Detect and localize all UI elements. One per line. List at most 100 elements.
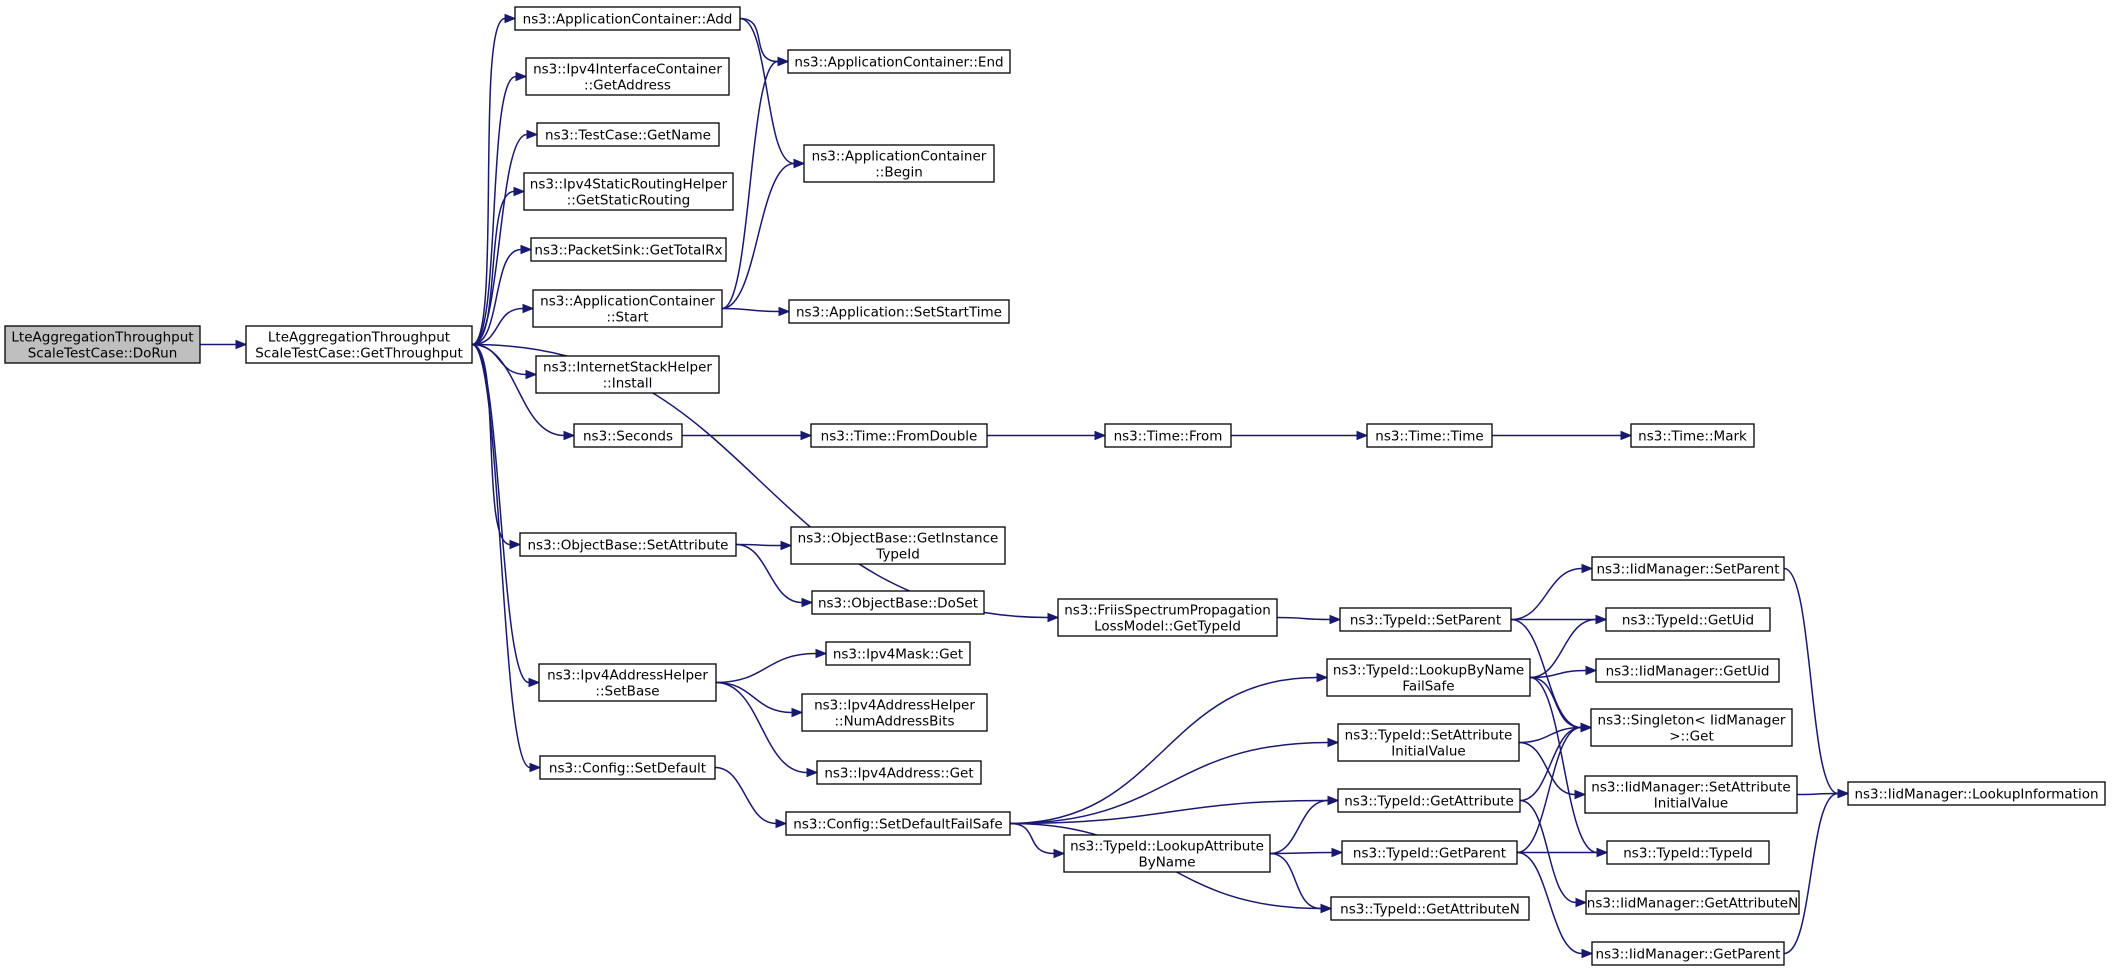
arrowhead <box>815 648 828 659</box>
node-box <box>535 355 720 394</box>
node-time-time[interactable]: ns3::Time::Time <box>1366 423 1493 448</box>
node-label: ns3::TypeId::TypeId <box>1623 846 1753 862</box>
node-iid-lookup-info[interactable]: ns3::IidManager::LookupInformation <box>1847 781 2106 806</box>
node-config-set-default-fail-safe[interactable]: ns3::Config::SetDefaultFailSafe <box>785 811 1011 836</box>
arrowhead <box>801 597 814 608</box>
node-iid-get-parent[interactable]: ns3::IidManager::GetParent <box>1591 941 1785 966</box>
node-obj-do-set[interactable]: ns3::ObjectBase::DoSet <box>811 590 985 615</box>
call-edge-lookup-by-name-fail-safe-to-type-id-type-id <box>1529 676 1598 854</box>
arrowhead <box>522 303 535 314</box>
node-app-add[interactable]: ns3::ApplicationContainer::Add <box>514 6 741 31</box>
node-iid-set-attr-initial[interactable]: ns3::IidManager::SetAttributeInitialValu… <box>1584 775 1798 814</box>
node-config-set-default[interactable]: ns3::Config::SetDefault <box>539 755 716 780</box>
arrowhead <box>1596 847 1609 858</box>
node-time-mark[interactable]: ns3::Time::Mark <box>1630 423 1755 448</box>
node-test-case-get-name[interactable]: ns3::TestCase::GetName <box>536 122 720 147</box>
node-label: ns3::IidManager::GetUid <box>1606 664 1770 680</box>
arrowhead <box>520 244 533 255</box>
node-box <box>811 590 985 615</box>
arrowhead <box>806 767 819 778</box>
node-box <box>1366 423 1493 448</box>
call-edge-type-id-set-parent-to-iid-set-parent <box>1510 567 1583 621</box>
node-box <box>1847 781 2106 806</box>
node-box <box>514 6 741 31</box>
node-type-id-get-uid[interactable]: ns3::TypeId::GetUid <box>1605 607 1771 632</box>
arrowhead <box>529 762 542 773</box>
node-type-id-set-parent[interactable]: ns3::TypeId::SetParent <box>1339 607 1512 632</box>
node-label: ns3::TypeId::GetUid <box>1622 613 1754 629</box>
node-label: InitialValue <box>1654 796 1728 812</box>
arrowhead <box>1581 948 1594 959</box>
call-edge-iid-set-attr-initial-to-iid-lookup-info <box>1796 792 1839 796</box>
node-label: ns3::Singleton< IidManager <box>1598 713 1786 729</box>
node-internet-install[interactable]: ns3::InternetStackHelper::Install <box>535 355 720 394</box>
node-box <box>1341 840 1518 865</box>
arrowhead <box>1316 672 1329 683</box>
call-edge-ipv4-addr-set-base-to-ipv4-addr-get <box>715 681 808 774</box>
call-edge-app-add-to-app-begin <box>739 17 795 165</box>
node-singleton-get[interactable]: ns3::Singleton< IidManager>::Get <box>1590 708 1793 747</box>
node-type-id-get-attr-n[interactable]: ns3::TypeId::GetAttributeN <box>1330 896 1530 921</box>
arrowhead <box>1327 737 1340 748</box>
node-box <box>816 760 982 785</box>
node-box <box>1057 598 1278 637</box>
node-ipv4-addr-get[interactable]: ns3::Ipv4Address::Get <box>816 760 982 785</box>
call-edge-config-set-default-fail-safe-to-lookup-attr-by-name <box>1009 822 1055 855</box>
node-box <box>1326 658 1531 697</box>
node-ipv4-addr-set-base[interactable]: ns3::Ipv4AddressHelper::SetBase <box>538 663 717 702</box>
arrowhead <box>1574 789 1587 800</box>
call-edge-lookup-attr-by-name-to-type-id-get-parent <box>1269 851 1333 855</box>
node-app-begin[interactable]: ns3::ApplicationContainer::Begin <box>803 144 995 183</box>
node-label: ns3::ObjectBase::DoSet <box>818 596 978 612</box>
node-iid-get-uid[interactable]: ns3::IidManager::GetUid <box>1595 658 1780 683</box>
node-packet-sink-total-rx[interactable]: ns3::PacketSink::GetTotalRx <box>530 237 727 262</box>
call-edge-lookup-by-name-fail-safe-to-type-id-get-uid <box>1529 618 1597 679</box>
node-type-id-get-attribute[interactable]: ns3::TypeId::GetAttribute <box>1337 788 1521 813</box>
call-edge-get-throughput-to-config-set-default <box>471 343 531 769</box>
node-box <box>530 237 727 262</box>
node-app-set-start[interactable]: ns3::Application::SetStartTime <box>788 299 1010 324</box>
arrowhead <box>1575 897 1588 908</box>
node-box <box>788 299 1010 324</box>
node-time-from[interactable]: ns3::Time::From <box>1104 423 1232 448</box>
node-time-from-double[interactable]: ns3::Time::FromDouble <box>810 423 988 448</box>
call-edge-obj-set-attr-to-obj-do-set <box>735 543 803 604</box>
node-friis-get-type-id[interactable]: ns3::FriisSpectrumPropagationLossModel::… <box>1057 598 1278 637</box>
node-obj-set-attr[interactable]: ns3::ObjectBase::SetAttribute <box>519 532 737 557</box>
node-label: ns3::Ipv4AddressHelper <box>814 698 975 714</box>
node-ipv4-mask-get[interactable]: ns3::Ipv4Mask::Get <box>825 641 971 666</box>
node-app-start[interactable]: ns3::ApplicationContainer::Start <box>532 289 723 328</box>
arrowhead <box>1620 430 1633 441</box>
node-label: ns3::TypeId::GetParent <box>1353 846 1506 862</box>
node-label: ns3::IidManager::LookupInformation <box>1854 787 2098 803</box>
arrowhead <box>1356 430 1369 441</box>
node-type-id-get-parent[interactable]: ns3::TypeId::GetParent <box>1341 840 1518 865</box>
node-label: ::SetBase <box>595 684 659 700</box>
node-box <box>532 289 723 328</box>
node-box <box>245 325 473 364</box>
node-do-run[interactable]: LteAggregationThroughputScaleTestCase::D… <box>4 325 201 364</box>
node-type-id-type-id[interactable]: ns3::TypeId::TypeId <box>1606 840 1770 865</box>
node-iid-get-attr-n[interactable]: ns3::IidManager::GetAttributeN <box>1585 890 1800 915</box>
call-edge-set-attr-initial-to-iid-set-attr-initial <box>1518 741 1576 796</box>
node-label: ns3::Time::Time <box>1375 429 1483 445</box>
node-box <box>1339 607 1512 632</box>
node-label: ns3::TestCase::GetName <box>545 128 711 144</box>
call-edge-get-throughput-to-seconds <box>471 343 565 437</box>
node-label: ns3::Config::SetDefaultFailSafe <box>793 817 1002 833</box>
node-ipv4-if-get-address[interactable]: ns3::Ipv4InterfaceContainer::GetAddress <box>525 57 730 96</box>
node-get-throughput[interactable]: LteAggregationThroughputScaleTestCase::G… <box>245 325 473 364</box>
node-static-routing[interactable]: ns3::Ipv4StaticRoutingHelper::GetStaticR… <box>523 172 734 211</box>
node-iid-set-parent[interactable]: ns3::IidManager::SetParent <box>1591 556 1785 581</box>
node-label: ScaleTestCase::GetThroughput <box>255 346 463 362</box>
node-seconds[interactable]: ns3::Seconds <box>573 423 683 448</box>
node-num-addr-bits[interactable]: ns3::Ipv4AddressHelper::NumAddressBits <box>801 693 988 732</box>
node-label: ns3::Seconds <box>583 429 673 445</box>
node-box <box>1630 423 1755 448</box>
node-app-end[interactable]: ns3::ApplicationContainer::End <box>787 49 1011 74</box>
